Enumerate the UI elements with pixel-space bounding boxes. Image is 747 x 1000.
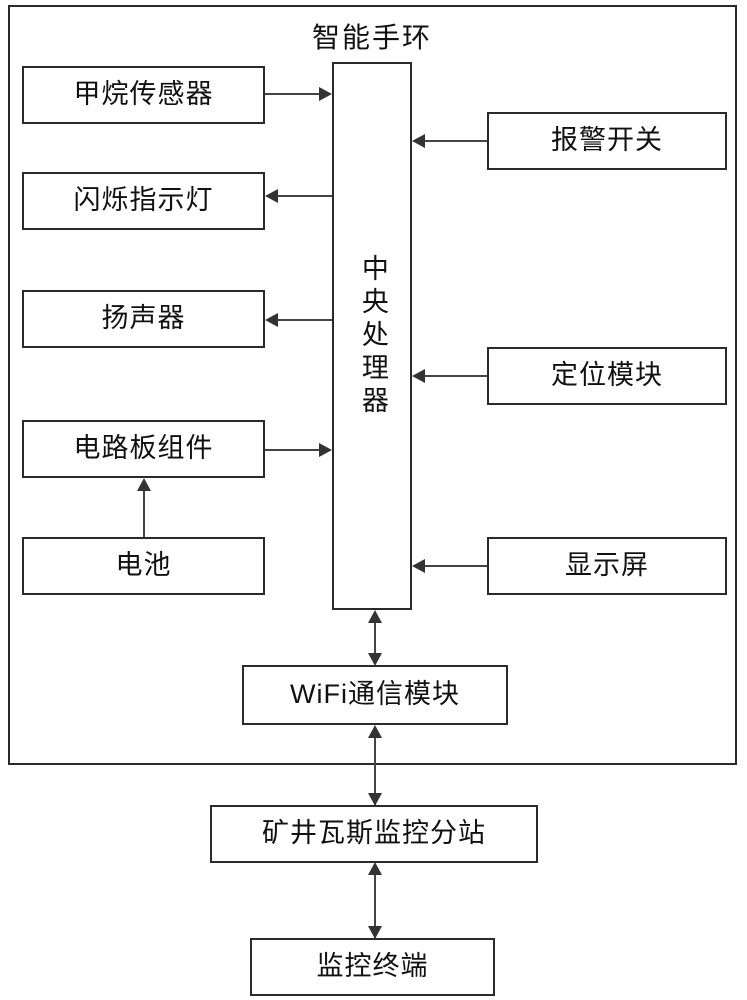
node-monitoring-terminal[interactable]: 监控终端 [250,938,495,996]
node-alarm-switch[interactable]: 报警开关 [487,112,727,170]
node-blink-indicator[interactable]: 闪烁指示灯 [22,172,265,230]
connector-positioning-to-cpu-arrowhead [412,369,425,383]
connector-positioning-to-cpu-line [425,375,487,377]
connector-cpu-to-blink-line [278,195,332,197]
connector-methane-to-cpu-arrowhead [319,87,332,101]
connector-battery-to-circuitboard-arrowhead [137,478,151,491]
connector-methane-to-cpu-line [265,93,321,95]
node-circuit-board[interactable]: 电路板组件 [22,420,265,478]
page-title: 智能手环 [311,22,432,53]
connector-cpu-to-wifi-arrowhead-up [368,610,382,623]
connector-circuitboard-to-cpu-line [265,449,321,451]
connector-cpu-to-speaker-line [278,319,332,321]
connector-display-to-cpu-arrowhead [412,559,425,573]
node-central-processor[interactable]: 中央处理器 [332,62,412,610]
node-display-screen[interactable]: 显示屏 [487,537,727,595]
smart-wristband-container [8,5,737,765]
connector-circuitboard-to-cpu-arrowhead [319,443,332,457]
connector-cpu-to-wifi-line [374,612,376,664]
connector-wifi-to-substation-arrowhead-down [368,793,382,806]
connector-alarm-to-cpu-arrowhead [412,134,425,148]
node-methane-sensor[interactable]: 甲烷传感器 [22,66,265,124]
connector-battery-to-circuitboard-line [143,488,145,537]
node-wifi-module[interactable]: WiFi通信模块 [242,665,508,725]
node-positioning-module[interactable]: 定位模块 [487,347,727,405]
node-speaker[interactable]: 扬声器 [22,290,265,348]
connector-cpu-to-wifi-arrowhead-down [368,653,382,666]
connector-substation-to-terminal-line [374,864,376,938]
connector-substation-to-terminal-arrowhead-up [368,862,382,875]
connector-display-to-cpu-line [425,565,487,567]
connector-cpu-to-blink-arrowhead [265,189,278,203]
connector-wifi-to-substation-line [374,727,376,805]
connector-wifi-to-substation-arrowhead-up [368,725,382,738]
node-gas-monitoring-substation[interactable]: 矿井瓦斯监控分站 [210,805,538,863]
connector-alarm-to-cpu-line [425,140,487,142]
connector-cpu-to-speaker-arrowhead [265,313,278,327]
node-battery[interactable]: 电池 [22,537,265,595]
connector-substation-to-terminal-arrowhead-down [368,926,382,939]
